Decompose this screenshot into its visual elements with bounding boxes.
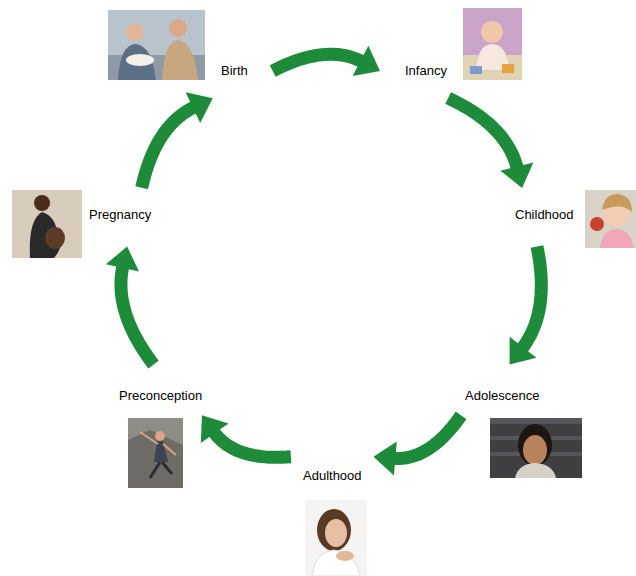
arrow-shaft <box>214 432 291 458</box>
cycle-arrow <box>273 46 380 76</box>
preconception-photo <box>128 418 183 488</box>
stage-text: Infancy <box>405 63 447 79</box>
stage-text: Adolescence <box>465 388 539 404</box>
cycle-arrow <box>142 92 213 187</box>
cycle-arrow <box>510 246 542 364</box>
arrow-head <box>373 442 396 476</box>
stage-label: Adolescence <box>462 386 542 406</box>
stage-label: Adulthood <box>300 466 365 486</box>
stage-text: Preconception <box>119 388 202 404</box>
cycle-arrow <box>106 246 154 364</box>
cycle-arrow <box>373 415 461 475</box>
infancy-photo <box>463 8 522 80</box>
adulthood-photo <box>305 500 367 576</box>
cycle-arrow <box>201 415 291 457</box>
stage-text: Adulthood <box>303 468 362 484</box>
arrow-head <box>186 92 213 123</box>
arrow-shaft <box>522 246 542 348</box>
arrow-shaft <box>393 415 461 458</box>
birth-photo <box>108 10 205 80</box>
arrow-head <box>106 246 139 271</box>
adolescence-photo <box>490 418 582 478</box>
stage-label: Preconception <box>116 386 205 406</box>
pregnancy-photo <box>12 190 82 258</box>
stage-label: Infancy <box>402 61 450 81</box>
stage-text: Pregnancy <box>89 207 151 223</box>
arrow-head <box>201 415 229 443</box>
arrow-head <box>500 163 533 188</box>
arrow-shaft <box>142 107 195 188</box>
arrow-shaft <box>273 54 363 71</box>
arrow-head <box>510 337 537 365</box>
arrow-shaft <box>121 266 154 365</box>
arrow-shaft <box>448 98 517 169</box>
stage-text: Birth <box>221 63 248 79</box>
stage-label: Pregnancy <box>86 205 154 225</box>
cycle-arrow <box>448 98 533 188</box>
arrow-head <box>353 46 380 76</box>
stage-label: Birth <box>218 61 251 81</box>
childhood-photo <box>585 190 636 248</box>
stage-label: Childhood <box>512 205 577 225</box>
stage-text: Childhood <box>515 207 574 223</box>
